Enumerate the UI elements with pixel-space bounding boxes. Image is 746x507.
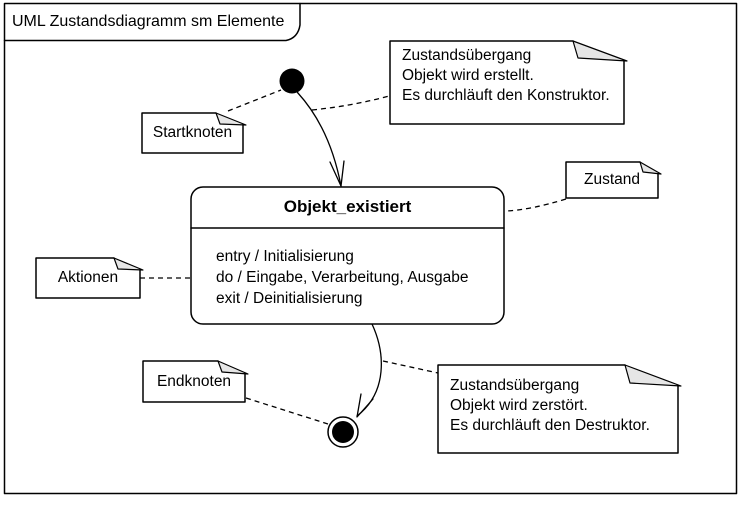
note-endknoten-label: Endknoten	[156, 372, 232, 390]
note-fold-icon	[215, 112, 247, 126]
note-zustand-label: Zustand	[583, 171, 640, 188]
note-transition-create-shape	[389, 40, 628, 125]
note-line: Objekt wird zerstört.	[450, 397, 588, 414]
transition-create-arrow	[296, 91, 345, 187]
note-line: Es durchläuft den Destruktor.	[450, 417, 650, 434]
note-aktionen-shape	[35, 257, 144, 299]
frame-title: UML Zustandsdiagramm sm Elemente	[12, 13, 285, 30]
note-line: Zustandsübergang	[450, 377, 580, 394]
note-fold-icon	[639, 161, 662, 175]
anchor-transition-destroy	[382, 360, 439, 374]
note-startknoten-shape	[141, 112, 247, 154]
note-aktionen-label: Aktionen	[57, 269, 119, 286]
anchor-zustand	[505, 198, 567, 212]
note-transition-destroy-text: Zustandsübergang Objekt wird zerstört. E…	[450, 376, 678, 436]
note-transition-destroy-shape	[437, 364, 682, 454]
state-do-action: do / Eingabe, Verarbeitung, Ausgabe	[216, 269, 469, 286]
note-line: Es durchläuft den Konstruktor.	[402, 87, 610, 104]
note-line: Zustandsübergang	[402, 47, 532, 64]
note-startknoten-label: Startknoten	[152, 124, 233, 141]
end-node-icon	[327, 416, 359, 448]
transition-destroy-arrow	[356, 323, 382, 418]
anchor-transition-create	[311, 95, 390, 111]
anchor-endknoten	[245, 397, 329, 425]
state-shape	[190, 186, 505, 325]
note-zustand-shape	[565, 161, 662, 199]
state-exit-action: exit / Deinitialisierung	[216, 290, 363, 307]
note-fold-icon	[113, 257, 144, 271]
start-node-icon	[279, 68, 305, 94]
state-entry-action: entry / Initialisierung	[216, 248, 354, 265]
note-transition-create-text: Zustandsübergang Objekt wird erstellt. E…	[402, 46, 624, 106]
note-fold-icon	[624, 364, 682, 387]
state-title: Objekt_existiert	[283, 197, 412, 216]
anchor-startknoten	[227, 89, 282, 112]
frame-title-tab	[3, 2, 301, 42]
note-endknoten-shape	[142, 360, 249, 403]
note-fold-icon	[217, 360, 249, 375]
note-line: Objekt wird erstellt.	[402, 67, 534, 84]
note-fold-icon	[572, 40, 628, 62]
state-actions: entry / Initialisierung do / Eingabe, Ve…	[216, 246, 469, 309]
frame-border	[3, 2, 738, 495]
